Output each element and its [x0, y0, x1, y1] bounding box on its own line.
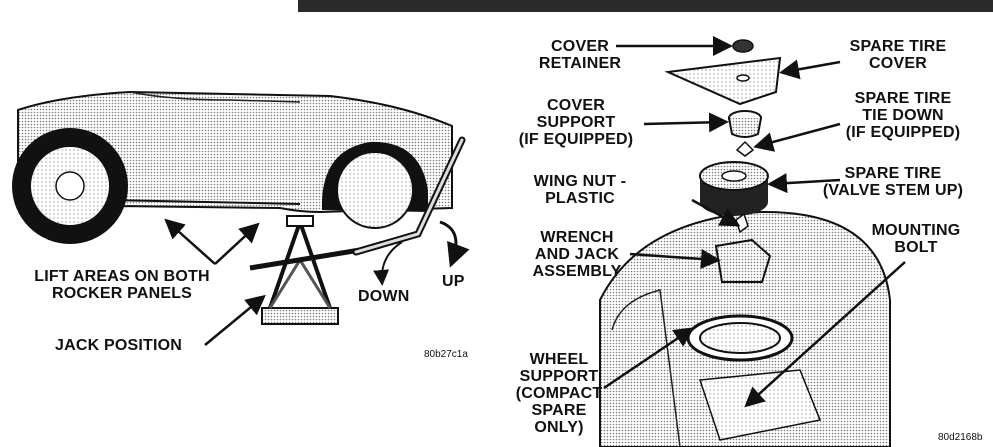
- cover-support-label-line2: SUPPORT: [509, 114, 643, 131]
- wheel-support-label-line1: WHEEL: [509, 351, 609, 368]
- tie-down-label: SPARE TIRE TIE DOWN (IF EQUIPPED): [833, 90, 973, 141]
- jack-position-arrow: [205, 298, 262, 345]
- figure-code-left: 80b27c1a: [424, 349, 468, 360]
- wheel-support-label-line3: (COMPACT: [509, 385, 609, 402]
- down-label: DOWN: [358, 288, 409, 305]
- tie-down-label-line1: SPARE TIRE: [833, 90, 973, 107]
- cover-retainer-label-line2: RETAINER: [528, 55, 632, 72]
- tie-down-part: [737, 142, 753, 156]
- lift-areas-label-line1: LIFT AREAS ON BOTH: [14, 268, 230, 285]
- down-arrow: [382, 242, 402, 282]
- spare-cover-label-line2: COVER: [833, 55, 963, 72]
- lift-areas-label-line2: ROCKER PANELS: [14, 285, 230, 302]
- scissor-jack: [250, 216, 360, 324]
- spare-tire-label-line2: (VALVE STEM UP): [818, 182, 968, 199]
- spare-tire-cover: [668, 58, 780, 104]
- wing-nut-label-line2: PLASTIC: [520, 190, 640, 207]
- cover-support-arrow: [644, 122, 724, 124]
- cover-retainer-label: COVER RETAINER: [528, 38, 632, 72]
- cover-retainer-part: [733, 40, 753, 52]
- spare-cover-label: SPARE TIRE COVER: [833, 38, 963, 72]
- tie-down-label-line3: (IF EQUIPPED): [833, 124, 973, 141]
- wheel-support-label: WHEEL SUPPORT (COMPACT SPARE ONLY): [509, 351, 609, 436]
- cover-support-label-line1: COVER: [509, 97, 643, 114]
- wheel-support-label-line2: SUPPORT: [509, 368, 609, 385]
- front-wheel: [12, 128, 128, 244]
- wrench-jack-label-line1: WRENCH: [521, 229, 633, 246]
- lift-areas-label: LIFT AREAS ON BOTH ROCKER PANELS: [14, 268, 230, 302]
- car-jack-illustration: [12, 92, 462, 345]
- cover-support-label-line3: (IF EQUIPPED): [509, 131, 643, 148]
- wrench-jack-label-line3: ASSEMBLY: [521, 263, 633, 280]
- spare-cover-arrow: [784, 62, 840, 72]
- spare-tire-label: SPARE TIRE (VALVE STEM UP): [818, 165, 968, 199]
- spare-tire-label-line1: SPARE TIRE: [818, 165, 968, 182]
- wrench-jack-label-line2: AND JACK: [521, 246, 633, 263]
- wheel-support-label-line5: ONLY): [509, 419, 609, 436]
- up-arrow: [440, 222, 456, 262]
- figure-code-right: 80d2168b: [938, 432, 983, 443]
- wrench-jack-label: WRENCH AND JACK ASSEMBLY: [521, 229, 633, 280]
- spare-cover-label-line1: SPARE TIRE: [833, 38, 963, 55]
- lift-area-arrow-2: [215, 226, 256, 264]
- wheel-support-label-line4: SPARE: [509, 402, 609, 419]
- up-label: UP: [442, 273, 465, 290]
- cover-support-part: [729, 111, 761, 137]
- mounting-bolt-label: MOUNTING BOLT: [858, 222, 974, 256]
- wing-nut-label-line1: WING NUT -: [520, 173, 640, 190]
- wing-nut-label: WING NUT - PLASTIC: [520, 173, 640, 207]
- cover-support-label: COVER SUPPORT (IF EQUIPPED): [509, 97, 643, 148]
- mounting-bolt-label-line2: BOLT: [858, 239, 974, 256]
- spare-tire-part: [700, 162, 768, 216]
- cover-retainer-label-line1: COVER: [528, 38, 632, 55]
- tie-down-arrow: [758, 124, 840, 146]
- mounting-bolt-label-line1: MOUNTING: [858, 222, 974, 239]
- lift-area-arrow-1: [168, 222, 215, 264]
- tie-down-label-line2: TIE DOWN: [833, 107, 973, 124]
- jack-position-label: JACK POSITION: [55, 337, 182, 354]
